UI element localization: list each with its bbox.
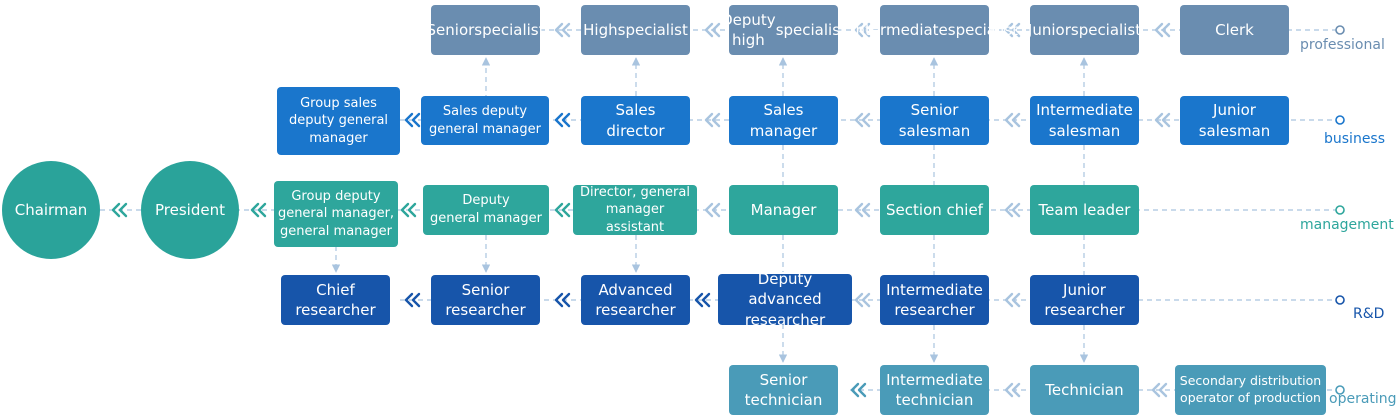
progression-arrow-icon (854, 292, 871, 308)
progression-arrow-icon (554, 22, 571, 38)
lane-label-rd: R&D (1353, 306, 1385, 322)
progression-arrow-icon (704, 202, 721, 218)
progression-arrow-icon (250, 202, 267, 218)
clerk-box: Clerk (1180, 5, 1289, 55)
progression-arrow-icon (704, 22, 721, 38)
lane-label-operating: operating (1329, 391, 1397, 407)
progression-arrow-icon (404, 112, 421, 128)
team-leader-box: Team leader (1030, 185, 1139, 235)
progression-arrow-icon (1004, 202, 1021, 218)
progression-arrow-icon (554, 112, 571, 128)
progression-arrow-icon (554, 202, 571, 218)
progression-arrow-icon (1004, 22, 1021, 38)
manager-box: Manager (729, 185, 838, 235)
lane-label-business: business (1324, 131, 1386, 147)
chairman-node: Chairman (2, 161, 100, 259)
progression-arrow-icon (854, 112, 871, 128)
progression-arrow-icon (1154, 112, 1171, 128)
progression-arrow-icon (694, 292, 711, 308)
technician-box: Technician (1030, 365, 1139, 415)
progression-arrow-icon (111, 202, 128, 218)
progression-arrow-icon (850, 382, 867, 398)
lane-label-professional: professional (1300, 37, 1385, 53)
progression-arrow-icon (1004, 112, 1021, 128)
progression-arrow-icon (1004, 382, 1021, 398)
progression-arrow-icon (1154, 22, 1171, 38)
president-node: President (141, 161, 239, 259)
lane-label-management: management (1300, 217, 1394, 233)
progression-arrow-icon (854, 22, 871, 38)
progression-arrow-icon (404, 292, 421, 308)
progression-arrow-icon (1151, 382, 1168, 398)
progression-arrow-icon (400, 202, 417, 218)
progression-arrow-icon (1004, 292, 1021, 308)
progression-arrow-icon (704, 112, 721, 128)
progression-arrow-icon (554, 292, 571, 308)
section-chief-box: Section chief (880, 185, 989, 235)
progression-arrow-icon (854, 202, 871, 218)
